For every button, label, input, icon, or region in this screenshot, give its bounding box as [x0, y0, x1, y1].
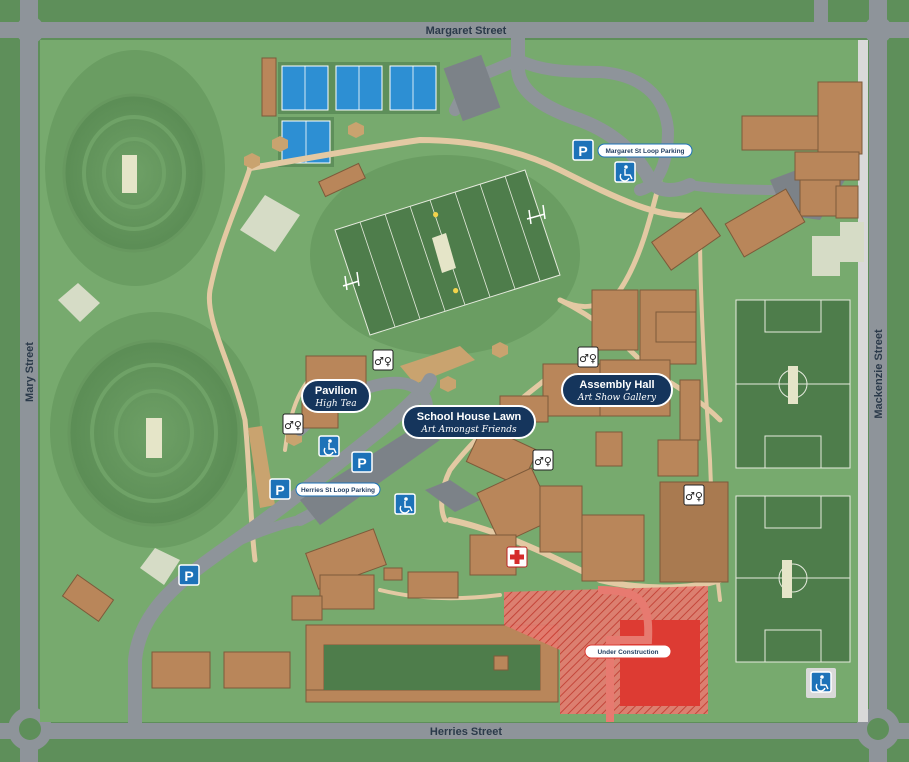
margaret-street-label: Margaret Street	[426, 25, 507, 37]
buildings	[61, 57, 863, 703]
school-house-lawn-marker[interactable]: School House Lawn Art Amongst Friends	[402, 405, 536, 439]
toilets-icon[interactable]: ♂♀	[372, 349, 394, 371]
svg-text:P: P	[578, 143, 587, 159]
construction-chip[interactable]: Under Construction	[584, 644, 672, 659]
svg-text:♂♀: ♂♀	[579, 352, 597, 365]
herries-st-parking-chip[interactable]: Herries St Loop Parking	[295, 482, 381, 497]
pavilion-subtitle: High Tea	[314, 399, 356, 409]
soccer-field-south[interactable]	[735, 495, 851, 663]
svg-text:♂♀: ♂♀	[534, 455, 552, 468]
construction-label: Under Construction	[597, 649, 658, 656]
school-house-lawn-subtitle: Art Amongst Friends	[420, 425, 517, 435]
parking-icon[interactable]: P	[269, 478, 291, 500]
parking-icon[interactable]: P	[351, 451, 373, 473]
accessible-icon[interactable]	[318, 435, 340, 457]
svg-text:♂♀: ♂♀	[374, 355, 392, 368]
toilets-icon[interactable]: ♂♀	[683, 484, 705, 506]
herries-st-car-park[interactable]	[300, 430, 440, 525]
mary-street-road	[20, 0, 38, 762]
svg-text:P: P	[184, 568, 193, 584]
grandstand	[400, 346, 475, 384]
margaret-st-parking-chip[interactable]: Margaret St Loop Parking	[597, 143, 693, 158]
assembly-hall-subtitle: Art Show Gallery	[577, 393, 657, 403]
cricket-nets	[58, 195, 864, 585]
mary-street-label: Mary Street	[24, 342, 36, 402]
margaret-street-road	[0, 22, 909, 38]
herries-street-label: Herries Street	[430, 726, 502, 738]
svg-text:P: P	[275, 482, 284, 498]
assembly-hall-name: Assembly Hall	[579, 379, 654, 391]
svg-text:●: ●	[432, 207, 439, 221]
south-oval-pitch	[146, 418, 162, 458]
pavilion-name: Pavilion	[315, 385, 357, 397]
parking-icon[interactable]: P	[572, 139, 594, 161]
toilets-icon[interactable]: ♂♀	[532, 449, 554, 471]
svg-text:♂♀: ♂♀	[284, 419, 302, 432]
margaret-st-parking-label: Margaret St Loop Parking	[605, 148, 684, 155]
svg-text:P: P	[357, 455, 366, 471]
herries-street-road	[0, 723, 909, 739]
accessible-icon[interactable]	[806, 668, 836, 698]
mackenzie-street-label: Mackenzie Street	[873, 329, 885, 419]
herries-st-parking-label: Herries St Loop Parking	[301, 487, 375, 494]
parking-icon[interactable]: P	[178, 564, 200, 586]
tennis-courts[interactable]	[278, 62, 440, 167]
soccer-field-north[interactable]	[735, 299, 851, 469]
north-oval-pitch	[122, 155, 137, 193]
school-house-lawn-name: School House Lawn	[417, 411, 522, 423]
accessible-icon[interactable]	[394, 493, 416, 515]
toilets-icon[interactable]: ♂♀	[282, 413, 304, 435]
rugby-field[interactable]: ● ●	[334, 169, 561, 336]
svg-text:●: ●	[452, 283, 459, 297]
mackenzie-street-road	[869, 0, 887, 762]
assembly-hall-marker[interactable]: Assembly Hall Art Show Gallery	[561, 373, 673, 407]
toilets-icon[interactable]: ♂♀	[577, 346, 599, 368]
accessible-icon[interactable]	[614, 161, 636, 183]
svg-text:♂♀: ♂♀	[685, 490, 703, 503]
margaret-st-car-park[interactable]	[443, 54, 501, 122]
first-aid-icon[interactable]	[506, 546, 528, 568]
pavilion-marker[interactable]: Pavilion High Tea	[301, 379, 371, 413]
